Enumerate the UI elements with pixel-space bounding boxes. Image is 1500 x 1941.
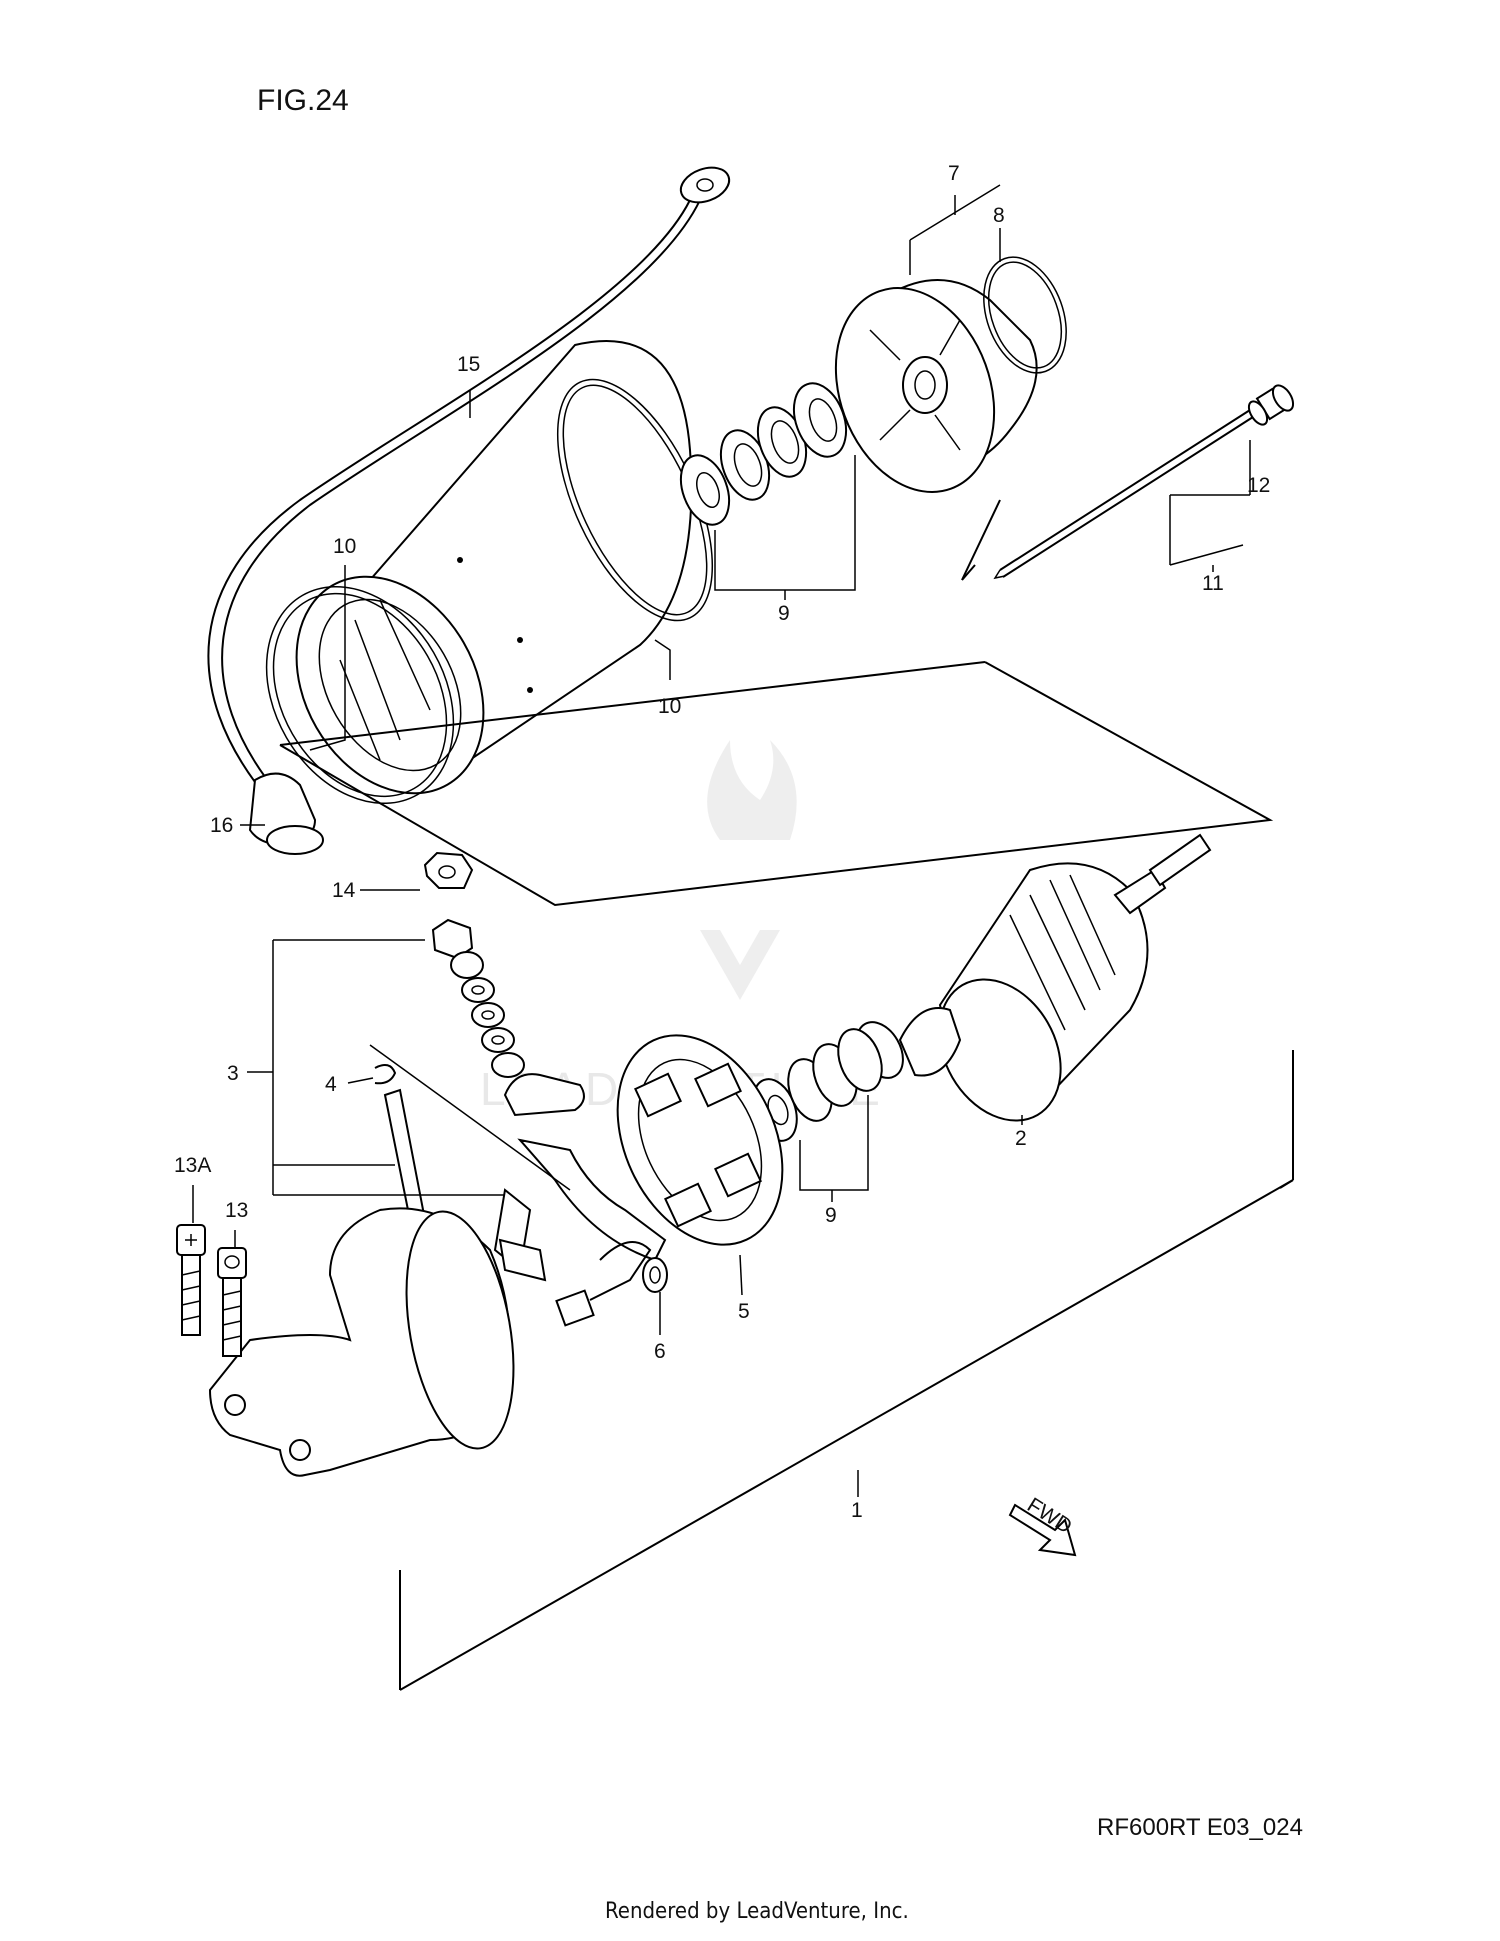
callout-10-right: 10 [658, 695, 681, 718]
callout-4: 4 [325, 1073, 337, 1096]
callout-9-upper: 9 [778, 602, 790, 625]
callout-10-left: 10 [333, 535, 356, 558]
callout-16: 16 [210, 814, 233, 837]
callout-8: 8 [993, 204, 1005, 227]
assembly-guide-upper [279, 661, 1274, 907]
callout-7: 7 [948, 162, 960, 185]
callout-13a: 13A [174, 1154, 211, 1177]
callout-15: 15 [457, 353, 480, 376]
callout-11: 11 [1202, 572, 1224, 595]
armature-2[interactable] [833, 833, 1212, 1142]
terminal-nut-stack[interactable] [431, 918, 525, 1078]
front-housing[interactable] [208, 1203, 530, 1477]
callout-3: 3 [227, 1062, 239, 1085]
assembly-guide-ends [279, 661, 986, 746]
bushing-6[interactable] [642, 1257, 668, 1293]
washer-set-9-upper[interactable] [672, 376, 856, 531]
nut-14[interactable] [423, 851, 474, 889]
o-ring-8[interactable] [969, 246, 1081, 385]
lead-cap-16[interactable] [248, 772, 324, 855]
forward-arrow-icon: FWD [1008, 1494, 1077, 1557]
wire-lead-15[interactable] [207, 161, 734, 796]
callout-14: 14 [332, 879, 356, 902]
assembly-bracket-1 [399, 1050, 1294, 1691]
clip-4[interactable] [374, 1063, 397, 1085]
washer-12[interactable] [1245, 398, 1271, 427]
end-cover-7[interactable] [809, 266, 1038, 515]
terminal-set-3[interactable] [493, 1073, 667, 1327]
leader-lines [192, 184, 1251, 1497]
render-credit: Rendered by LeadVenture, Inc. [605, 1899, 909, 1924]
bolt-13[interactable] [217, 1247, 247, 1357]
callouts: 15 10 10 7 8 9 12 11 2 9 5 6 3 4 14 13A … [174, 162, 1270, 1522]
bolt-13a[interactable] [176, 1224, 206, 1336]
callout-6: 6 [654, 1340, 666, 1363]
callout-13: 13 [225, 1199, 248, 1222]
callout-9-lower: 9 [825, 1204, 837, 1227]
callout-12: 12 [1247, 474, 1270, 497]
callout-1: 1 [851, 1499, 863, 1522]
figure-title: FIG.24 [257, 84, 349, 117]
through-bolt-11[interactable] [993, 382, 1297, 580]
callout-5: 5 [738, 1300, 750, 1323]
callout-2: 2 [1015, 1127, 1027, 1150]
washer-set-9-lower[interactable] [745, 1023, 889, 1147]
o-ring-10-front[interactable] [229, 553, 491, 837]
brush-holder-5[interactable] [586, 1009, 815, 1272]
diagram-code: RF600RT E03_024 [1097, 1814, 1303, 1841]
